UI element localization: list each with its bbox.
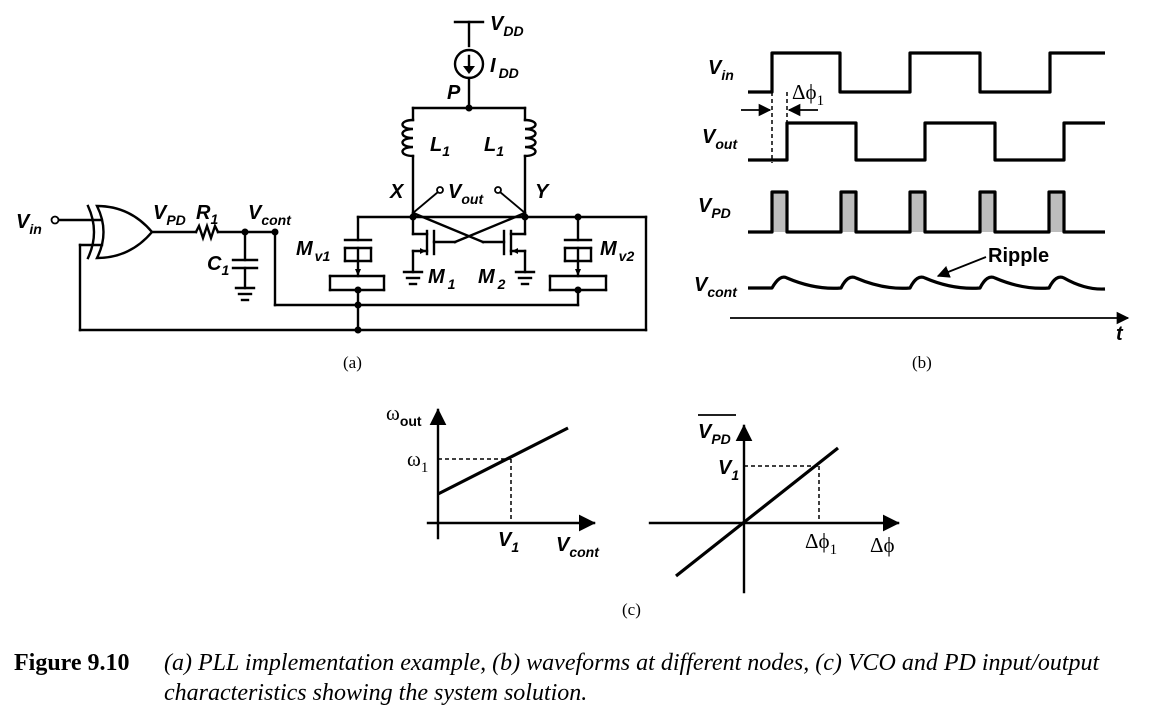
inductor-l1-right — [523, 118, 537, 158]
pd-xtick: Δϕ1 — [805, 529, 837, 558]
pd-ylabel: VPD — [698, 421, 731, 447]
panel-b-label: (b) — [912, 353, 932, 372]
wave-vpd-label: VPD — [698, 195, 731, 221]
vco-ylabel: ωout — [386, 401, 422, 429]
varactor-mv1 — [328, 215, 386, 332]
panel-c-label: (c) — [622, 600, 641, 619]
pd-xlabel: Δϕ — [870, 533, 895, 557]
capacitor-c1 — [231, 230, 259, 290]
r1-label: R1 — [196, 202, 218, 227]
wave-vpd-pulses — [772, 192, 1064, 232]
vco-xlabel: Vcont — [556, 534, 600, 560]
wave-vcont-label: Vcont — [694, 274, 738, 300]
pd-characteristic-plot: VPD V1 Δϕ1 Δϕ — [648, 414, 900, 594]
wave-vin-label: Vin — [708, 57, 734, 83]
ground-c1 — [234, 286, 256, 302]
wave-vin — [748, 51, 1105, 94]
wave-vcont — [748, 275, 1106, 291]
wave-vpd — [748, 190, 1105, 234]
pd-ytick: V1 — [718, 457, 739, 483]
l1-left-label: L1 — [430, 134, 450, 159]
inductor-l1-left — [401, 118, 415, 158]
vco-characteristic-plot: ωout ω1 V1 Vcont — [386, 401, 600, 560]
caption-number: Figure 9.10 — [14, 650, 130, 676]
l1-right-label: L1 — [484, 134, 504, 159]
xor-gate — [86, 204, 154, 260]
ground-m2 — [514, 270, 536, 286]
vdd-label: VDD — [490, 13, 524, 39]
ground-m1 — [402, 270, 424, 286]
vco-xtick: V1 — [498, 529, 519, 555]
vco-ytick: ω1 — [407, 447, 428, 476]
vout-label: Vout — [448, 181, 484, 207]
wave-vout — [748, 121, 1105, 162]
wave-dphi-label: Δϕ1 — [792, 80, 824, 109]
time-axis-label: t — [1116, 323, 1124, 345]
c1-label: C1 — [207, 253, 229, 278]
node-y-label: Y — [535, 181, 550, 203]
wave-vout-label: Vout — [702, 126, 738, 152]
vcont-label: Vcont — [248, 202, 292, 228]
waveforms-panel: Vin Vout Δϕ1 VPD Vcont Ripple t — [694, 51, 1130, 345]
ripple-label: Ripple — [988, 245, 1049, 267]
resistor-r1 — [194, 222, 220, 242]
caption-text: (a) PLL implementation example, (b) wave… — [164, 650, 1100, 706]
vpd-label: VPD — [153, 202, 186, 228]
pd-line — [675, 446, 839, 578]
vco-line — [437, 426, 569, 496]
node-x-label: X — [389, 181, 405, 203]
panel-a-label: (a) — [343, 353, 362, 372]
varactor-mv2 — [548, 215, 608, 307]
node-p-label: P — [447, 82, 461, 104]
vin-label: Vin — [16, 211, 42, 237]
